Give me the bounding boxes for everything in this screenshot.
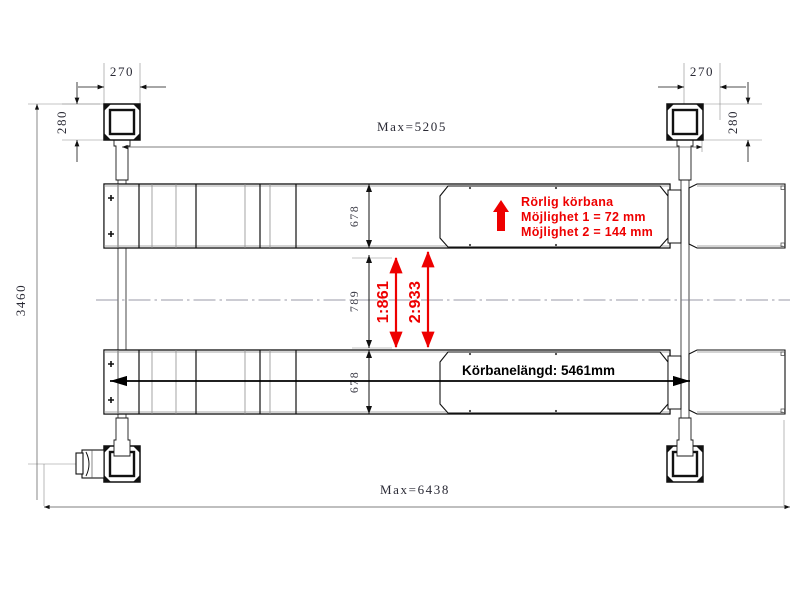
note-line1-text: Möjlighet 1 = 72 mm [521, 210, 646, 224]
column-shafts-bottom [113, 417, 694, 457]
dimension-280-top-left: 280 [54, 82, 80, 162]
dimension-3460: 3460 [13, 104, 40, 500]
note-heading-text: Rörlig körbana [521, 195, 614, 209]
dim-678-lower-text: 678 [347, 371, 361, 393]
dimension-280-top-right: 280 [725, 82, 751, 162]
lower-runway [103, 349, 786, 415]
red-center-dimensions: 1:861 2:933 [375, 250, 435, 349]
witness-lines [28, 63, 785, 506]
post-centerlines [117, 118, 690, 470]
dim-270-top-right-text: 270 [690, 64, 714, 79]
dim-1-861-text: 1:861 [375, 281, 392, 323]
post-baseplate-top-left [103, 103, 141, 141]
movable-runway-note: Rörlig körbana Möjlighet 1 = 72 mm Möjli… [493, 195, 653, 239]
dimension-max-5205: Max=5205 [122, 119, 702, 150]
dim-678-upper-text: 678 [347, 205, 361, 227]
dim-280-top-right-text: 280 [725, 110, 740, 134]
note-line2-text: Möjlighet 2 = 144 mm [521, 225, 653, 239]
dimension-789: 789 [347, 255, 372, 348]
dim-789-text: 789 [347, 290, 361, 312]
dim-2-933-text: 2:933 [407, 281, 424, 323]
power-unit [75, 449, 105, 479]
runway-length-text: Körbanelängd: 5461mm [462, 363, 615, 378]
column-shafts [113, 129, 694, 181]
dimension-270-top-left: 270 [78, 64, 166, 90]
dim-max-5205-text: Max=5205 [377, 119, 447, 134]
dimension-max-6438: Max=6438 [44, 482, 790, 510]
dim-280-top-left-text: 280 [54, 110, 69, 134]
runway-length-dimension: Körbanelängd: 5461mm [110, 361, 690, 387]
dim-270-top-left-text: 270 [110, 64, 134, 79]
post-baseplate-top-right [666, 103, 704, 141]
dimension-678-upper: 678 [347, 184, 372, 248]
dim-3460-text: 3460 [13, 284, 28, 316]
dim-max-6438-text: Max=6438 [380, 482, 450, 497]
dimension-270-top-right: 270 [658, 64, 746, 90]
up-arrow-icon [493, 200, 509, 231]
upper-runway [103, 183, 786, 249]
